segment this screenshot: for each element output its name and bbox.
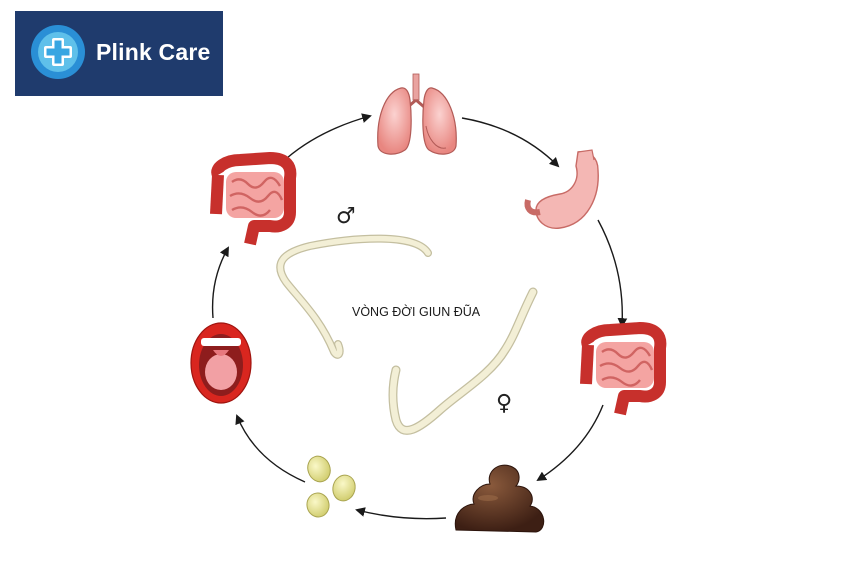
arrow-intestine-to-feces <box>536 404 604 482</box>
stomach-illustration <box>524 149 599 229</box>
female-symbol: ♀ <box>496 391 513 416</box>
arrow-mouth-to-intestine <box>211 246 229 319</box>
intestine-illustration-right <box>580 322 667 416</box>
arrow-intestine-to-lungs <box>286 113 372 159</box>
intestine-illustration-left <box>210 152 297 246</box>
arrow-feces-to-eggs <box>355 507 447 520</box>
cycle-arrows <box>211 113 628 520</box>
diagram-title: VÒNG ĐỜI GIUN ĐŨA <box>352 305 481 319</box>
female-worm-illustration <box>388 287 538 435</box>
male-worm-illustration <box>276 234 432 359</box>
eggs-illustration <box>306 455 356 518</box>
arrow-stomach-to-intestine <box>597 219 628 328</box>
logo-emblem <box>31 25 85 79</box>
logo-text: Plink Care <box>96 39 211 65</box>
lungs-illustration <box>377 73 457 155</box>
feces-illustration <box>454 464 545 533</box>
arrow-eggs-to-mouth <box>235 414 306 483</box>
arrow-lungs-to-stomach <box>461 117 560 168</box>
mouth-illustration <box>190 322 252 404</box>
male-symbol: ♂ <box>336 204 356 229</box>
